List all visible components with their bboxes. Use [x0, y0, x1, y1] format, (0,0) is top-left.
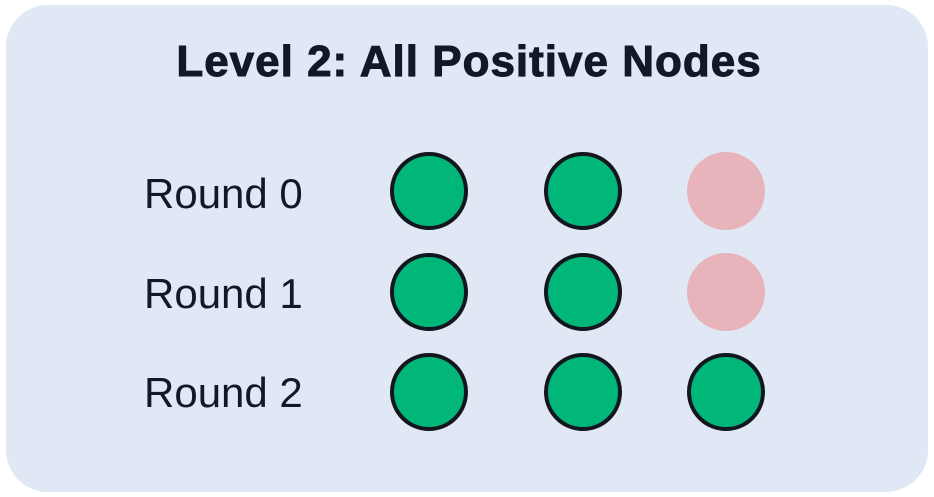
node-round-2-col-1	[544, 353, 622, 431]
round-label: Round 2	[144, 369, 303, 416]
node-round-1-col-1	[544, 253, 622, 331]
node-round-1-col-2	[687, 253, 765, 331]
node-round-0-col-1	[544, 152, 622, 230]
node-round-0-col-0	[390, 152, 468, 230]
diagram-panel	[6, 5, 928, 492]
node-round-1-col-0	[390, 253, 468, 331]
diagram-title: Level 2: All Positive Nodes	[176, 37, 762, 87]
node-round-2-col-0	[390, 353, 468, 431]
node-round-0-col-2	[687, 152, 765, 230]
round-label: Round 1	[144, 270, 303, 317]
round-label: Round 0	[144, 170, 303, 217]
node-round-2-col-2	[687, 353, 765, 431]
